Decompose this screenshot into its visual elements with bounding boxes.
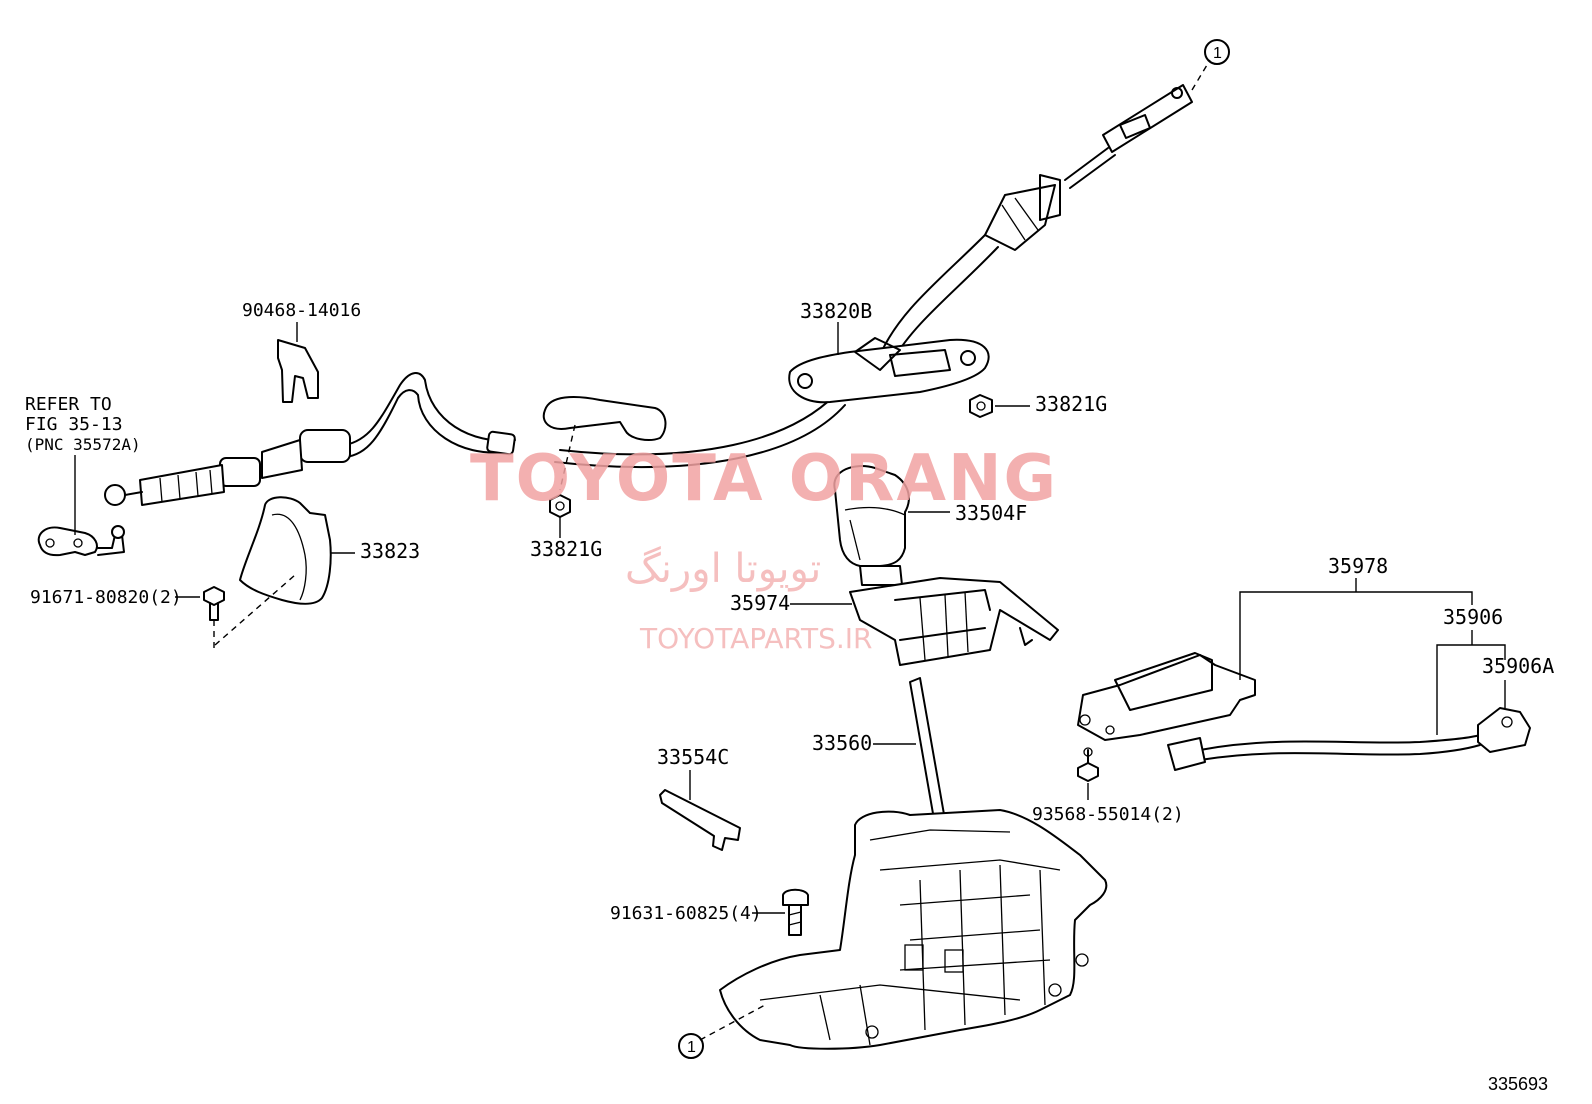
- label-33554c: 33554C: [657, 745, 729, 769]
- nut-33821g-lower: [549, 494, 571, 518]
- label-33821g-right: 33821G: [1035, 392, 1107, 416]
- label-35978: 35978: [1328, 554, 1388, 578]
- label-33823: 33823: [360, 539, 420, 563]
- label-33504f: 33504F: [955, 501, 1027, 525]
- marker-bottom-number: 1: [687, 1039, 696, 1056]
- watermark-site: TOYOTAPARTS.IR: [639, 622, 872, 655]
- watermark: TOYOTA ORANG تویوتا اورنگ TOYOTAPARTS.IR: [470, 442, 1058, 655]
- indicator-housing-35974: [849, 577, 1059, 666]
- refer-line-3: (PNC 35572A): [25, 435, 141, 454]
- label-35974: 35974: [730, 591, 790, 615]
- label-33560: 33560: [812, 731, 872, 755]
- label-33821g-lower: 33821G: [530, 537, 602, 561]
- shift-lever-33560: [909, 677, 946, 826]
- cable-mid-bracket: [542, 396, 667, 491]
- marker-top-number: 1: [1213, 45, 1222, 62]
- clip-90468: [277, 339, 319, 403]
- refer-line-2: FIG 35-13: [25, 414, 123, 435]
- cable-bracket-33820b: [788, 337, 990, 404]
- label-35906: 35906: [1443, 605, 1503, 629]
- switch-35906: [1077, 652, 1531, 771]
- label-91631: 91631-60825(4): [610, 903, 762, 924]
- leader-lines: [74, 322, 1506, 914]
- label-35906a: 35906A: [1482, 654, 1554, 678]
- label-33820b: 33820B: [800, 299, 872, 323]
- shifter-base: [719, 809, 1108, 1050]
- cover-33823: [214, 496, 332, 646]
- refer-line-1: REFER TO: [25, 394, 112, 415]
- nut-33821g-right: [969, 394, 993, 418]
- linkage-bracket: [37, 525, 125, 557]
- label-91671: 91671-80820(2): [30, 587, 182, 608]
- bolt-93568: [1077, 747, 1099, 782]
- label-90468: 90468-14016: [242, 300, 361, 321]
- marker-bottom: 1: [678, 1004, 766, 1059]
- figure-number: 335693: [1488, 1074, 1548, 1094]
- bolt-91671: [203, 586, 225, 648]
- watermark-title: TOYOTA ORANG: [470, 442, 1058, 516]
- part-labels: 90468-14016 33820B 33821G 33821G 33823 9…: [25, 299, 1554, 1094]
- plate-33554c: [659, 789, 741, 851]
- shift-knob-33504f: [833, 465, 910, 586]
- bolt-91631: [782, 888, 809, 936]
- watermark-persian: تویوتا اورنگ: [625, 546, 821, 592]
- marker-top: 1: [1191, 39, 1230, 91]
- label-93568: 93568-55014(2): [1032, 804, 1184, 825]
